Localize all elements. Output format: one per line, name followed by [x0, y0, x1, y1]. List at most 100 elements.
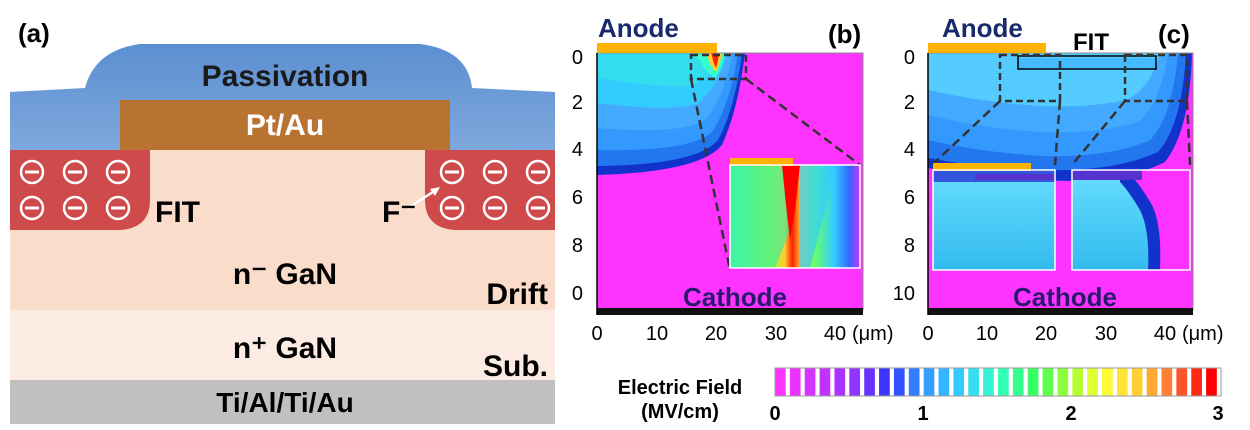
- x-ticks-b: 0 10 20 30 40: [591, 323, 846, 345]
- y-tick-b: 4: [572, 139, 583, 161]
- ion-icon: [525, 159, 551, 185]
- colorbar-swatch: [1131, 368, 1143, 396]
- colorbar-swatch: [1176, 368, 1188, 396]
- cathode-strip-b: [597, 308, 863, 315]
- colorbar-swatch: [983, 368, 994, 396]
- colorbar-swatch: [1087, 368, 1098, 396]
- panel-c: Anode FIT (c) Cathode 0 2 4 6 8 10 0 10 …: [893, 13, 1224, 345]
- x-tick-b: 0: [591, 323, 602, 345]
- x-tick-b: 40: [824, 323, 846, 345]
- colorbar-swatch: [775, 368, 786, 396]
- panel-b-label: (b): [828, 19, 861, 49]
- colorbar-swatch: [834, 368, 846, 396]
- cathode-strip-c: [928, 308, 1193, 315]
- y-tick-b: 2: [572, 92, 583, 114]
- colorbar-swatch: [923, 368, 935, 396]
- colorbar-swatch: [879, 368, 890, 396]
- fit-region-right: [425, 150, 555, 230]
- ion-icon: [19, 159, 45, 185]
- colorbar-swatch: [1027, 368, 1039, 396]
- colorbar-swatch: [968, 368, 979, 396]
- colorbar-tick: 0: [769, 403, 780, 425]
- zoom-box-c-right: [1123, 53, 1189, 103]
- ion-icon: [482, 195, 508, 221]
- ion-icon: [439, 195, 465, 221]
- colorbar-swatch: [1057, 368, 1069, 396]
- x-tick-c: 0: [922, 323, 933, 345]
- colorbar-tick: 1: [917, 403, 928, 425]
- y-tick-c: 4: [904, 139, 915, 161]
- ion-icon: [62, 195, 88, 221]
- colorbar-swatch: [1012, 368, 1024, 396]
- colorbar-swatch: [789, 368, 801, 396]
- cathode-label-c: Cathode: [1013, 282, 1117, 312]
- colorbar-tick: 2: [1065, 403, 1076, 425]
- substrate-label: Sub.: [483, 350, 548, 383]
- zoom-box-c-left: [998, 53, 1062, 103]
- anode-label-b: Anode: [598, 13, 679, 43]
- y-ticks-b: 0 2 4 6 8 0: [572, 47, 583, 305]
- colorbar-frame: [774, 367, 1222, 397]
- x-tick-b: 30: [765, 323, 787, 345]
- x-tick-c: 10: [976, 323, 998, 345]
- colorbar-swatch: [1042, 368, 1054, 396]
- y-tick-b: 0: [572, 283, 583, 305]
- colorbar-swatch: [938, 368, 950, 396]
- panel-a: (a) Pa: [10, 18, 555, 424]
- inset-c-right: [1071, 169, 1191, 271]
- anode-bar-c: [928, 43, 1046, 53]
- panel-c-label: (c): [1158, 19, 1190, 49]
- cathode-label-b: Cathode: [683, 282, 787, 312]
- colorbar-swatch: [1072, 368, 1084, 396]
- y-tick-b: 8: [572, 235, 583, 257]
- y-tick-c: 0: [904, 47, 915, 69]
- colorbar-swatch: [1191, 368, 1202, 396]
- colorbar-swatch: [908, 368, 920, 396]
- fit-label: FIT: [155, 196, 200, 229]
- colorbar-swatch: [1206, 368, 1217, 396]
- inset-b: [729, 158, 861, 269]
- colorbar-swatch: [804, 368, 816, 396]
- ion-label: F⁻: [382, 196, 416, 229]
- anode-metal: [120, 100, 450, 150]
- x-unit-b: (μm): [852, 323, 894, 345]
- colorbar-swatch: [1102, 368, 1113, 396]
- colorbar-ticks: 0 1 2 3: [769, 403, 1223, 425]
- ion-icon: [482, 159, 508, 185]
- ion-icon: [439, 159, 465, 185]
- y-tick-b: 0: [572, 47, 583, 69]
- fluoride-ions: [19, 159, 551, 221]
- fit-label-c: FIT: [1073, 29, 1109, 56]
- x-unit-c: (μm): [1182, 323, 1224, 345]
- ion-icon: [525, 195, 551, 221]
- y-tick-b: 6: [572, 187, 583, 209]
- colorbar-swatch: [1116, 368, 1128, 396]
- panel-b: Anode (b) Cathode 0 2 4 6 8 0 0 10 20 30…: [572, 13, 894, 345]
- colorbar-swatch: [849, 368, 861, 396]
- colorbar-title-line2: (MV/cm): [641, 401, 719, 423]
- y-tick-c: 2: [904, 92, 915, 114]
- y-ticks-c: 0 2 4 6 8 10: [893, 47, 915, 305]
- colorbar-swatches: [775, 368, 1217, 396]
- inset-c-left: [932, 163, 1056, 271]
- y-tick-c: 6: [904, 187, 915, 209]
- drift-label: Drift: [486, 278, 548, 311]
- colorbar-swatch: [998, 368, 1009, 396]
- x-ticks-c: 0 10 20 30 40: [922, 323, 1176, 345]
- colorbar-swatch: [953, 368, 965, 396]
- ion-icon: [105, 159, 131, 185]
- passivation-label: Passivation: [202, 60, 369, 93]
- colorbar-swatch: [1161, 368, 1173, 396]
- colorbar-swatch: [864, 368, 875, 396]
- ion-icon: [19, 195, 45, 221]
- drift-layer-label: n⁻ GaN: [233, 258, 337, 291]
- colorbar: Electric Field (MV/cm) 0 1 2 3: [618, 367, 1224, 425]
- colorbar-title-line1: Electric Field: [618, 377, 743, 399]
- colorbar-tick: 3: [1212, 403, 1223, 425]
- colorbar-swatch: [819, 368, 831, 396]
- metal-label: Pt/Au: [246, 109, 324, 142]
- x-tick-c: 30: [1095, 323, 1117, 345]
- y-tick-c: 8: [904, 235, 915, 257]
- x-tick-c: 40: [1154, 323, 1176, 345]
